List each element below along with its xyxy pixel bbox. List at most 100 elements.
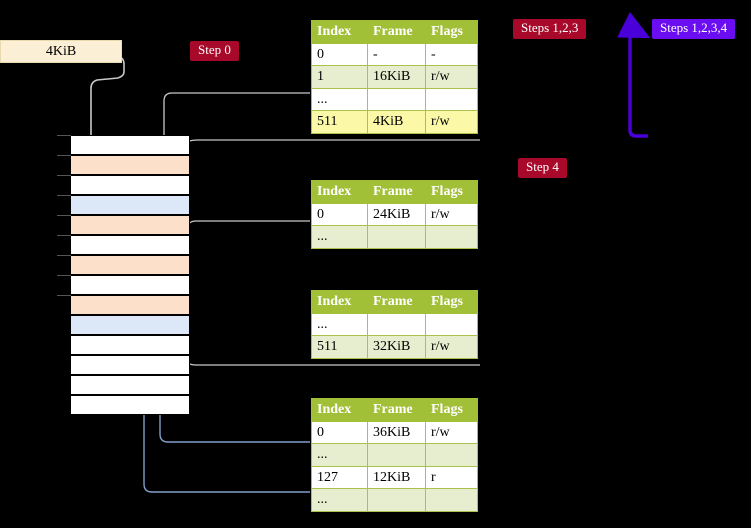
table-cell: 127 <box>311 465 368 489</box>
column-header: Index <box>311 398 368 422</box>
memory-frame-tick <box>57 175 71 176</box>
column-header: Frame <box>367 20 426 44</box>
table-cell: 511 <box>311 110 368 134</box>
memory-frame-tick <box>57 295 71 296</box>
physical-memory-column <box>57 135 190 415</box>
column-header: Frame <box>367 290 426 314</box>
table-cell: ... <box>311 225 368 249</box>
badge-steps-1-2-3-4: Steps 1,2,3,4 <box>652 19 736 39</box>
table-cell <box>425 488 478 512</box>
column-header: Frame <box>367 398 426 422</box>
memory-frame-row <box>57 295 190 315</box>
memory-frame-row <box>70 315 190 335</box>
table-cell <box>425 87 478 111</box>
table-cell: r/w <box>425 335 478 359</box>
memory-frame-tick <box>57 195 71 196</box>
memory-frame-row <box>57 155 190 175</box>
table-cell: 1 <box>311 65 368 89</box>
table-cell <box>367 225 426 249</box>
column-header: Index <box>311 20 368 44</box>
memory-frame-tick <box>57 235 71 236</box>
table-cell <box>367 87 426 111</box>
table-cell <box>367 443 426 467</box>
table-row: ... <box>311 488 478 512</box>
table-cell: 4KiB <box>367 110 426 134</box>
memory-frame-tick <box>57 255 71 256</box>
column-header: Frame <box>367 180 426 204</box>
table-row: ... <box>311 225 478 249</box>
table-row: ... <box>311 87 478 111</box>
table-cell: 36KiB <box>367 420 426 444</box>
table-cell: ... <box>311 312 368 336</box>
source-size-box: 4KiB <box>0 40 122 63</box>
table-cell: 511 <box>311 335 368 359</box>
table-cell <box>425 225 478 249</box>
table-cell: 0 <box>311 420 368 444</box>
wire-l2-24kib-to-frame <box>179 220 310 276</box>
source-size-label: 4KiB <box>45 43 77 59</box>
memory-frame-tick <box>57 215 71 216</box>
memory-frame-tick <box>57 135 71 136</box>
memory-frame-row <box>70 395 190 415</box>
table-cell: - <box>367 42 426 66</box>
table-cell: - <box>425 42 478 66</box>
wire-steps-1234-bracket <box>617 12 651 138</box>
table-row: 0-- <box>311 42 478 66</box>
memory-frame-row <box>70 335 190 355</box>
table-row: ... <box>311 312 478 336</box>
memory-frame-row <box>70 355 190 375</box>
table-cell <box>367 312 426 336</box>
table-cell: 32KiB <box>367 335 426 359</box>
column-header: Flags <box>425 180 478 204</box>
memory-frame-tick <box>57 275 71 276</box>
table-cell: ... <box>311 488 368 512</box>
table-row: ... <box>311 443 478 467</box>
column-header: Index <box>311 290 368 314</box>
memory-frame-row <box>57 175 190 195</box>
table-cell: r <box>425 465 478 489</box>
table-cell: ... <box>311 87 368 111</box>
memory-frame-row <box>70 375 190 395</box>
badge-steps-1-2-3: Steps 1,2,3 <box>513 19 587 39</box>
table-cell: 0 <box>311 42 368 66</box>
badge-step-4: Step 4 <box>518 158 567 178</box>
column-header: Flags <box>425 398 478 422</box>
table-cell: 16KiB <box>367 65 426 89</box>
table-cell <box>367 488 426 512</box>
wire-l1-4kib-to-frame <box>171 139 480 166</box>
table-cell: r/w <box>425 202 478 226</box>
table-cell: r/w <box>425 420 478 444</box>
memory-frame-tick <box>57 155 71 156</box>
column-header: Index <box>311 180 368 204</box>
column-header: Flags <box>425 20 478 44</box>
table-cell: 0 <box>311 202 368 226</box>
table-cell: ... <box>311 443 368 467</box>
memory-frame-row <box>57 255 190 275</box>
memory-frame-row <box>57 195 190 215</box>
table-cell <box>425 312 478 336</box>
table-cell: 12KiB <box>367 465 426 489</box>
memory-frame-row <box>57 215 190 235</box>
memory-frame-row <box>57 235 190 255</box>
table-cell: r/w <box>425 65 478 89</box>
table-cell: 24KiB <box>367 202 426 226</box>
badge-step-0: Step 0 <box>190 41 239 61</box>
memory-frame-row <box>57 275 190 295</box>
column-header: Flags <box>425 290 478 314</box>
memory-frame-row <box>57 135 190 155</box>
